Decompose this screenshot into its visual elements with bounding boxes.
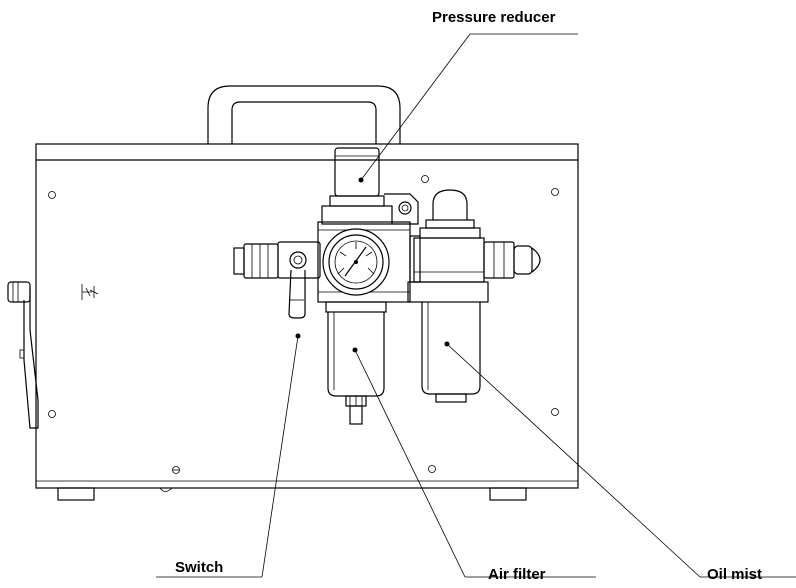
side-panel — [7, 281, 39, 429]
leader-dots — [295, 177, 450, 353]
outlet-fitting — [483, 241, 541, 279]
pressure-gauge — [322, 228, 390, 296]
feet — [57, 487, 527, 501]
carry-handle — [207, 85, 401, 144]
air-filter — [325, 301, 387, 425]
label-switch: Switch — [175, 559, 223, 576]
label-air-filter: Air filter — [488, 566, 546, 583]
switch-valve — [233, 241, 321, 319]
mounting-holes — [48, 175, 559, 474]
label-oil-mist: Oil mist — [707, 566, 762, 583]
label-pressure-reducer: Pressure reducer — [432, 9, 556, 26]
panel-symbol — [81, 284, 99, 300]
leader-lines — [156, 33, 796, 578]
pressure-reducer — [321, 147, 419, 225]
housing — [35, 143, 579, 489]
